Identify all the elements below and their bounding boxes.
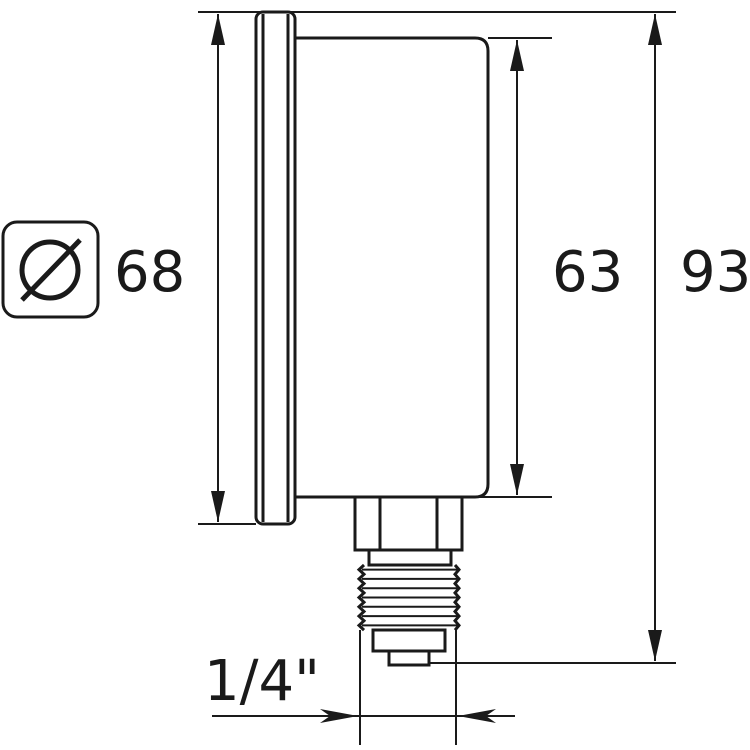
dimension-lines xyxy=(198,11,676,745)
hex-nut xyxy=(353,495,464,552)
total-height-label: 93 xyxy=(680,240,750,305)
case xyxy=(295,36,490,499)
thread xyxy=(356,563,461,632)
case-height-label: 63 xyxy=(552,240,623,305)
diameter-label: 68 xyxy=(114,240,185,305)
diameter-symbol-icon xyxy=(1,220,100,319)
thread-size-label: 1/4" xyxy=(204,649,320,714)
gauge-side-view xyxy=(254,10,490,667)
